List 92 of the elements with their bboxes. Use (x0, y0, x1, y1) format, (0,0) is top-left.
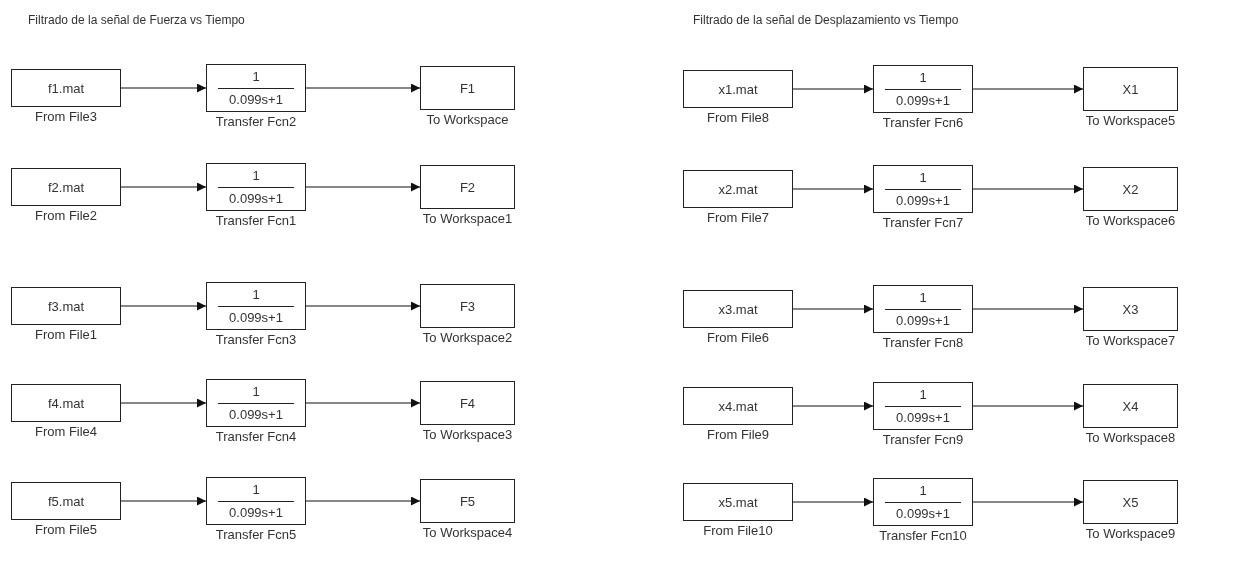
denominator: 0.099s+1 (896, 506, 950, 521)
block-name: From File3 (34, 109, 98, 124)
arrow (792, 304, 874, 314)
block-name: Transfer Fcn1 (215, 213, 297, 228)
block-value: X3 (1122, 301, 1139, 317)
numerator: 1 (252, 482, 260, 497)
section-heading: Filtrado de la señal de Desplazamiento vs Tiempo (693, 13, 959, 27)
arrow (305, 83, 421, 93)
block-name: Transfer Fcn6 (882, 115, 964, 130)
denominator: 0.099s+1 (896, 410, 950, 425)
arrow (792, 84, 874, 94)
block-value: X2 (1122, 181, 1139, 197)
block-name: To Workspace3 (422, 427, 513, 442)
block-name: Transfer Fcn10 (879, 528, 967, 543)
denominator: 0.099s+1 (229, 191, 283, 206)
arrow (120, 182, 207, 192)
block-value: x3.mat (718, 301, 758, 317)
arrow (792, 184, 874, 194)
denominator: 0.099s+1 (229, 310, 283, 325)
arrow (305, 398, 421, 408)
block-name: Transfer Fcn3 (215, 332, 297, 347)
numerator: 1 (919, 290, 927, 305)
numerator: 1 (919, 387, 927, 402)
denominator: 0.099s+1 (896, 93, 950, 108)
block-value: f3.mat (47, 298, 85, 314)
arrow (792, 497, 874, 507)
block-name: To Workspace8 (1085, 430, 1176, 445)
block-value: F5 (459, 493, 476, 509)
denominator: 0.099s+1 (229, 505, 283, 520)
arrow (305, 301, 421, 311)
block-name: To Workspace4 (422, 525, 513, 540)
block-value: x5.mat (718, 494, 758, 510)
block-name: Transfer Fcn9 (882, 432, 964, 447)
arrow (972, 497, 1084, 507)
arrow (972, 304, 1084, 314)
block-name: From File9 (706, 427, 770, 442)
block-name: To Workspace1 (422, 211, 513, 226)
block-name: From File7 (706, 210, 770, 225)
block-value: X1 (1122, 81, 1139, 97)
arrow (305, 182, 421, 192)
block-name: Transfer Fcn5 (215, 527, 297, 542)
block-name: From File2 (34, 208, 98, 223)
arrow (972, 401, 1084, 411)
block-value: x1.mat (718, 81, 758, 97)
numerator: 1 (919, 70, 927, 85)
section-heading: Filtrado de la señal de Fuerza vs Tiempo (28, 13, 245, 27)
denominator: 0.099s+1 (896, 313, 950, 328)
block-value: f5.mat (47, 493, 85, 509)
block-name: Transfer Fcn7 (882, 215, 964, 230)
block-value: x2.mat (718, 181, 758, 197)
numerator: 1 (252, 69, 260, 84)
block-name: From File10 (703, 523, 773, 538)
arrow (972, 84, 1084, 94)
block-name: To Workspace9 (1085, 526, 1176, 541)
block-name: From File4 (34, 424, 98, 439)
numerator: 1 (919, 483, 927, 498)
block-name: Transfer Fcn2 (215, 114, 297, 129)
block-name: To Workspace2 (422, 330, 513, 345)
denominator: 0.099s+1 (229, 407, 283, 422)
block-value: f2.mat (47, 179, 85, 195)
block-name: From File8 (706, 110, 770, 125)
block-value: x4.mat (718, 398, 758, 414)
numerator: 1 (252, 168, 260, 183)
block-name: From File1 (34, 327, 98, 342)
block-name: From File6 (706, 330, 770, 345)
block-name: To Workspace7 (1085, 333, 1176, 348)
arrow (792, 401, 874, 411)
block-value: X5 (1122, 494, 1139, 510)
arrow (120, 301, 207, 311)
block-name: Transfer Fcn8 (882, 335, 964, 350)
block-value: f1.mat (47, 80, 85, 96)
arrow (120, 83, 207, 93)
arrow (120, 398, 207, 408)
numerator: 1 (252, 287, 260, 302)
arrow (972, 184, 1084, 194)
numerator: 1 (919, 170, 927, 185)
block-value: F3 (459, 298, 476, 314)
denominator: 0.099s+1 (896, 193, 950, 208)
block-value: f4.mat (47, 395, 85, 411)
block-name: From File5 (34, 522, 98, 537)
block-name: Transfer Fcn4 (215, 429, 297, 444)
block-name: To Workspace (426, 112, 509, 127)
block-value: F2 (459, 179, 476, 195)
arrow (120, 496, 207, 506)
block-name: To Workspace6 (1085, 213, 1176, 228)
numerator: 1 (252, 384, 260, 399)
block-name: To Workspace5 (1085, 113, 1176, 128)
denominator: 0.099s+1 (229, 92, 283, 107)
block-value: F4 (459, 395, 476, 411)
block-value: F1 (459, 80, 476, 96)
arrow (305, 496, 421, 506)
block-value: X4 (1122, 398, 1139, 414)
